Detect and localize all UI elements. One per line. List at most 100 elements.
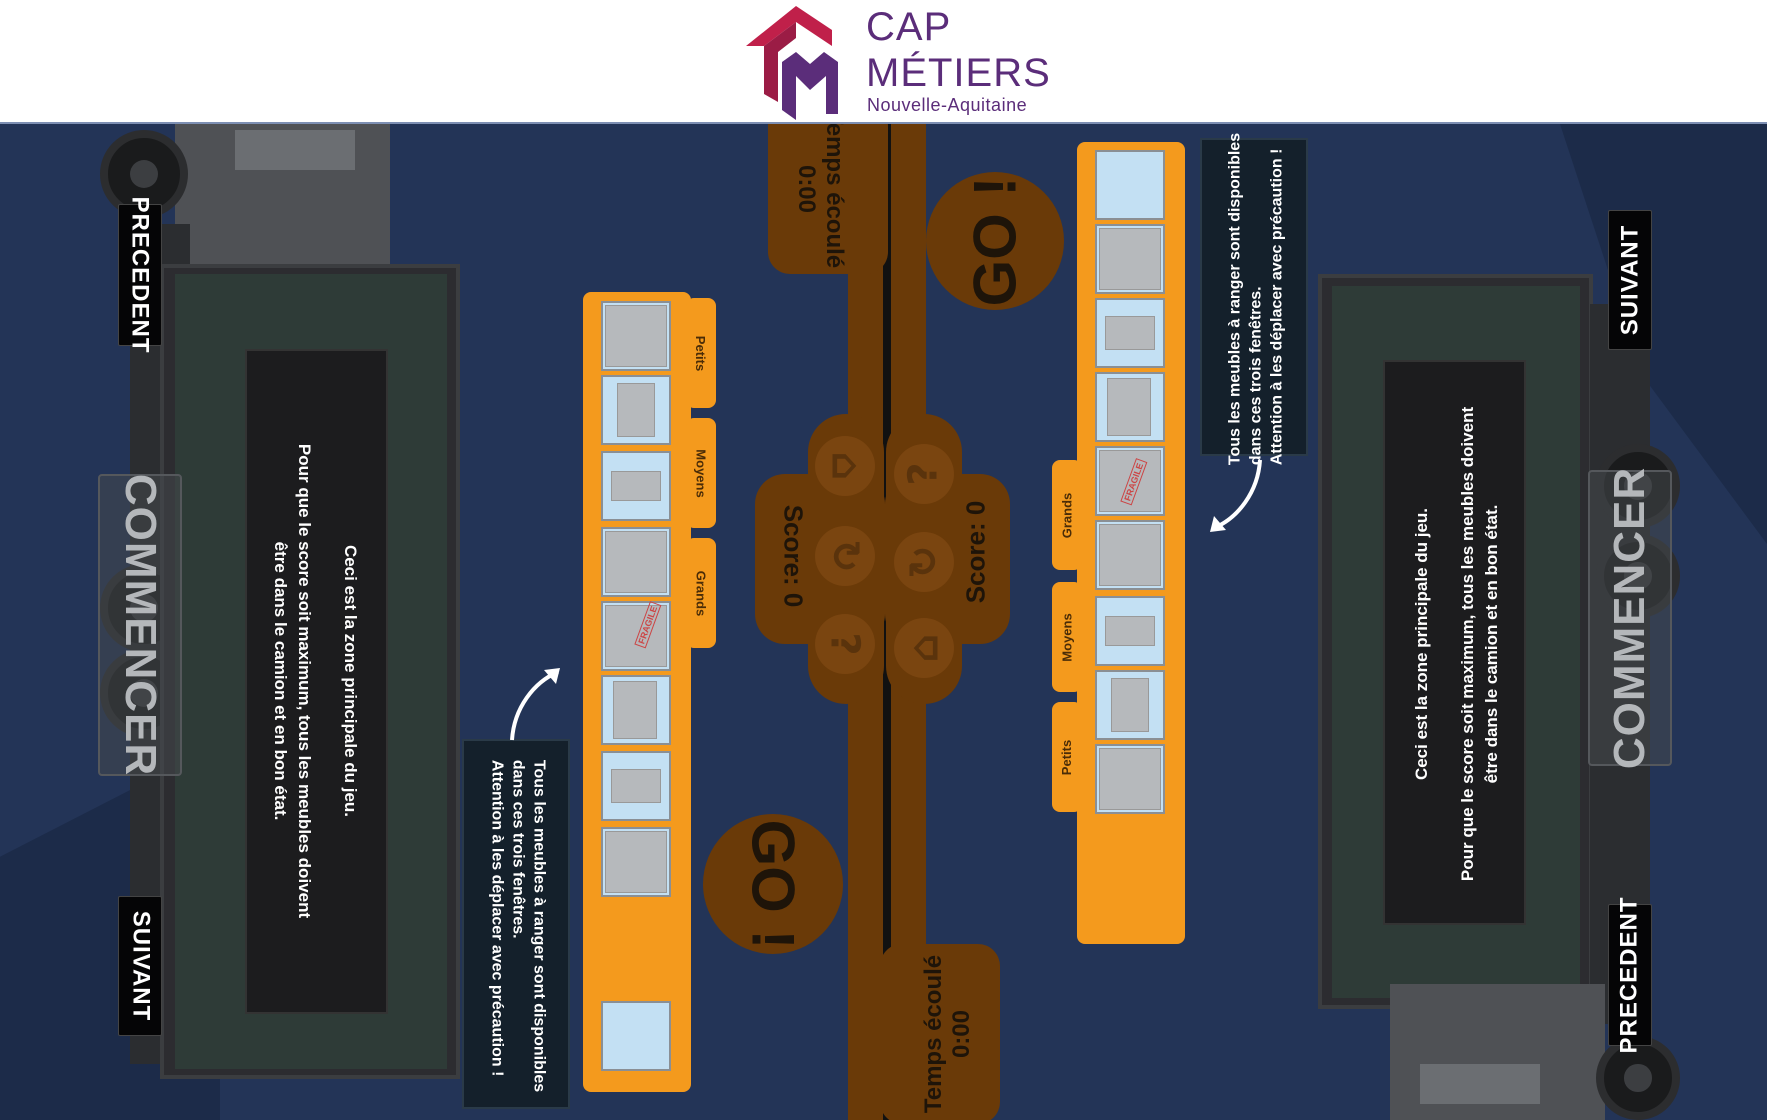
box-icon bbox=[1099, 228, 1161, 290]
suivant-button-right[interactable]: SUIVANT bbox=[1608, 210, 1652, 350]
restart-icon: ↻ bbox=[900, 545, 947, 579]
suivant-button-left[interactable]: SUIVANT bbox=[118, 896, 162, 1036]
box-icon bbox=[605, 605, 667, 667]
timer-value-left: 0:00 bbox=[793, 164, 820, 214]
truck-wheel-left bbox=[100, 130, 188, 218]
box-icon bbox=[1105, 316, 1155, 350]
box-icon bbox=[1111, 678, 1149, 732]
tab-moyens-right[interactable]: Moyens bbox=[1052, 582, 1082, 692]
message-line: Ceci est la zone principale du jeu. bbox=[341, 544, 360, 818]
tab-grands-right[interactable]: Grands bbox=[1052, 460, 1082, 570]
logo-text-region: Nouvelle-Aquitaine bbox=[867, 95, 1028, 115]
score-right: Score: 0 bbox=[960, 500, 991, 604]
restart-button-right[interactable]: ↻ bbox=[894, 532, 954, 592]
help-button-left[interactable]: ? bbox=[815, 614, 875, 674]
tab-petits-right[interactable]: Petits bbox=[1052, 702, 1082, 812]
box-icon bbox=[611, 769, 661, 803]
precedent-button-left[interactable]: PRECEDENT bbox=[118, 196, 162, 354]
hint-line: dans ces trois fenêtres. bbox=[509, 759, 527, 939]
hint-panel-left: Tous les meubles à ranger sont disponibl… bbox=[462, 739, 570, 1109]
home-icon: ⌂ bbox=[821, 451, 868, 481]
furniture-item-left-7[interactable] bbox=[601, 751, 671, 821]
box-icon bbox=[1099, 450, 1161, 512]
restart-icon: ↻ bbox=[821, 539, 868, 573]
main-zone-message-right: Ceci est la zone principale du jeu. Pour… bbox=[1383, 360, 1526, 925]
go-indicator-right: GO ! bbox=[926, 172, 1064, 310]
game-area: Ceci est la zone principale du jeu. Pour… bbox=[0, 124, 1767, 1120]
truck-window-right bbox=[1420, 1064, 1540, 1104]
tab-moyens-left[interactable]: Moyens bbox=[686, 418, 716, 528]
message-line: être dans le camion et en bon état. bbox=[271, 541, 290, 821]
timer-box-right bbox=[880, 944, 1000, 1120]
precedent-label: PRECEDENT bbox=[127, 196, 154, 354]
box-icon bbox=[605, 531, 667, 593]
furniture-item-right-7[interactable] bbox=[1095, 596, 1165, 666]
suivant-label: SUIVANT bbox=[127, 910, 154, 1022]
box-icon bbox=[1099, 524, 1161, 586]
help-button-right[interactable]: ? bbox=[894, 444, 954, 504]
furniture-item-right-3[interactable] bbox=[1095, 298, 1165, 368]
commencer-label: COMMENCER bbox=[1605, 466, 1655, 770]
message-line: être dans le camion et en bon état. bbox=[1482, 504, 1501, 784]
box-icon bbox=[611, 471, 661, 501]
furniture-item-left-9[interactable] bbox=[601, 1001, 671, 1071]
help-icon: ? bbox=[900, 462, 947, 486]
logo-text-cap: CAP bbox=[866, 5, 952, 49]
box-icon bbox=[1105, 616, 1155, 646]
arrow-icon bbox=[510, 668, 560, 741]
score-left: Score: 0 bbox=[778, 504, 809, 608]
commencer-label: COMMENCER bbox=[116, 473, 166, 777]
box-icon bbox=[1107, 378, 1151, 436]
hint-line: Attention à les déplacer avec précaution… bbox=[1268, 148, 1286, 466]
cap-metiers-logo-icon bbox=[746, 6, 838, 120]
message-line: Pour que le score soit maximum, tous les… bbox=[295, 443, 314, 919]
furniture-item-right-8[interactable] bbox=[1095, 670, 1165, 740]
message-line: Pour que le score soit maximum, tous les… bbox=[1458, 406, 1477, 882]
box-icon bbox=[617, 383, 655, 437]
tab-petits-left[interactable]: Petits bbox=[686, 298, 716, 408]
furniture-item-right-1[interactable] bbox=[1095, 150, 1165, 220]
furniture-item-left-6[interactable] bbox=[601, 675, 671, 745]
help-icon: ? bbox=[821, 632, 868, 656]
hint-line: Attention à les déplacer avec précaution… bbox=[488, 759, 506, 1077]
home-button-right[interactable]: ⌂ bbox=[894, 618, 954, 678]
furniture-item-left-3[interactable] bbox=[601, 451, 671, 521]
furniture-item-right-9[interactable] bbox=[1095, 744, 1165, 814]
furniture-item-right-5[interactable]: FRAGILE bbox=[1095, 446, 1165, 516]
restart-button-left[interactable]: ↻ bbox=[815, 526, 875, 586]
hint-panel-right: Tous les meubles à ranger sont disponibl… bbox=[1200, 133, 1308, 465]
commencer-button-left[interactable]: COMMENCER bbox=[98, 474, 182, 776]
logo-text-metiers: MÉTIERS bbox=[866, 51, 1051, 95]
furniture-item-right-2[interactable] bbox=[1095, 224, 1165, 294]
timer-label-left: Temps écoulé bbox=[821, 124, 848, 269]
hint-line: Tous les meubles à ranger sont disponibl… bbox=[530, 759, 548, 1093]
box-icon bbox=[613, 681, 657, 739]
furniture-item-left-8[interactable] bbox=[601, 827, 671, 897]
timer-label-right: Temps écoulé bbox=[920, 954, 947, 1114]
timer-value-right: 0:00 bbox=[948, 1009, 975, 1059]
hint-line: dans ces trois fenêtres. bbox=[1247, 286, 1265, 466]
header-bar: CAP MÉTIERS Nouvelle-Aquitaine bbox=[0, 0, 1767, 124]
home-icon: ⌂ bbox=[900, 633, 947, 663]
furniture-item-left-5[interactable]: FRAGILE bbox=[601, 601, 671, 671]
commencer-button-right[interactable]: COMMENCER bbox=[1588, 466, 1672, 770]
furniture-item-right-4[interactable] bbox=[1095, 372, 1165, 442]
precedent-button-right[interactable]: PRECEDENT bbox=[1608, 896, 1652, 1054]
home-button-left[interactable]: ⌂ bbox=[815, 436, 875, 496]
truck-window-left bbox=[235, 130, 355, 170]
box-icon bbox=[605, 305, 667, 367]
tab-grands-left[interactable]: Grands bbox=[686, 538, 716, 648]
furniture-item-left-2[interactable] bbox=[601, 375, 671, 445]
arrow-icon bbox=[1210, 459, 1262, 532]
box-icon bbox=[605, 831, 667, 893]
main-zone-message-left: Ceci est la zone principale du jeu. Pour… bbox=[245, 349, 388, 1014]
message-line: Ceci est la zone principale du jeu. bbox=[1412, 507, 1431, 781]
hint-line: Tous les meubles à ranger sont disponibl… bbox=[1226, 132, 1244, 466]
go-indicator-left: GO ! bbox=[703, 814, 843, 954]
furniture-item-left-4[interactable] bbox=[601, 527, 671, 597]
precedent-label: PRECEDENT bbox=[1616, 896, 1643, 1054]
suivant-label: SUIVANT bbox=[1616, 224, 1643, 336]
furniture-item-left-1[interactable] bbox=[601, 301, 671, 371]
timer-box-left bbox=[768, 124, 888, 274]
furniture-item-right-6[interactable] bbox=[1095, 520, 1165, 590]
